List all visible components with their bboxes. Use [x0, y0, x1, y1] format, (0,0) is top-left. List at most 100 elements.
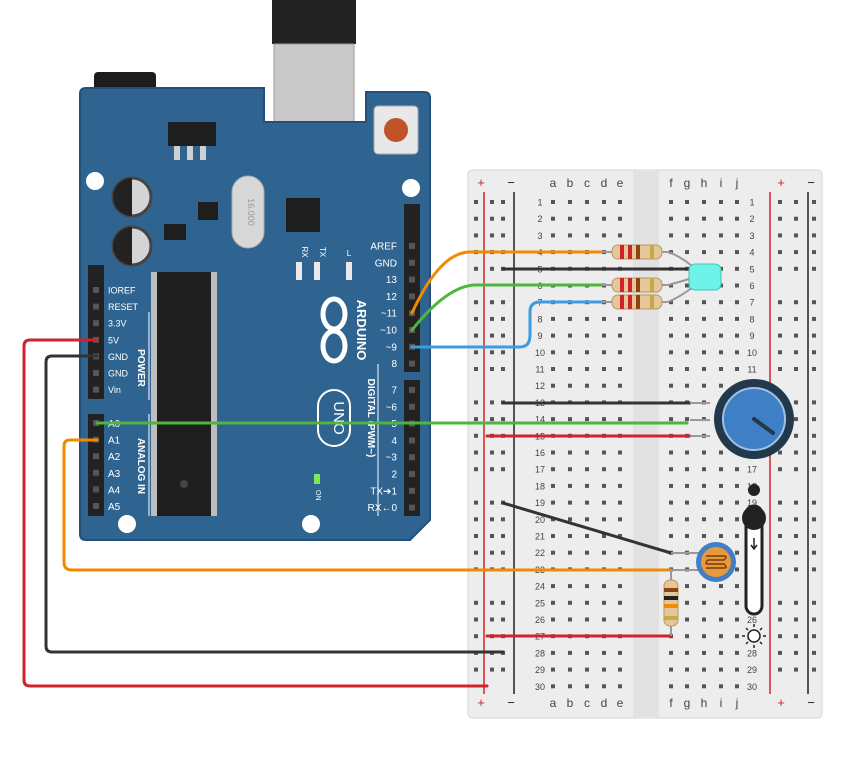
terminal-hole[interactable] — [685, 300, 689, 305]
terminal-hole[interactable] — [618, 650, 622, 655]
rail-hole[interactable] — [812, 450, 816, 455]
terminal-hole[interactable] — [585, 600, 589, 605]
rail-hole[interactable] — [812, 534, 816, 538]
terminal-hole[interactable] — [618, 350, 622, 355]
terminal-hole[interactable] — [585, 200, 589, 204]
terminal-hole[interactable] — [685, 667, 689, 672]
rail-hole[interactable] — [812, 250, 816, 255]
analog-pin-hole[interactable] — [93, 469, 99, 476]
terminal-hole[interactable] — [702, 667, 706, 672]
terminal-hole[interactable] — [719, 250, 723, 255]
rail-hole[interactable] — [778, 567, 782, 572]
rail-hole[interactable] — [474, 634, 478, 639]
terminal-hole[interactable] — [551, 216, 555, 221]
terminal-hole[interactable] — [602, 550, 606, 555]
terminal-hole[interactable] — [702, 367, 706, 371]
terminal-hole[interactable] — [568, 467, 572, 472]
rail-hole[interactable] — [474, 350, 478, 355]
rail-hole[interactable] — [812, 333, 816, 338]
terminal-hole[interactable] — [735, 350, 739, 355]
terminal-hole[interactable] — [702, 383, 706, 388]
terminal-hole[interactable] — [669, 483, 673, 488]
rail-hole[interactable] — [812, 617, 816, 622]
rail-hole[interactable] — [501, 200, 505, 204]
digital-pin-hole[interactable] — [409, 454, 415, 461]
rail-hole[interactable] — [794, 433, 798, 438]
power-pin-hole[interactable] — [93, 287, 99, 293]
terminal-hole[interactable] — [719, 617, 723, 622]
terminal-hole[interactable] — [602, 233, 606, 238]
rail-hole[interactable] — [474, 417, 478, 422]
terminal-hole[interactable] — [735, 600, 739, 605]
terminal-hole[interactable] — [602, 383, 606, 388]
rail-hole[interactable] — [794, 634, 798, 639]
terminal-hole[interactable] — [602, 617, 606, 622]
terminal-hole[interactable] — [618, 483, 622, 488]
rail-hole[interactable] — [812, 650, 816, 655]
rail-hole[interactable] — [778, 350, 782, 355]
rail-hole[interactable] — [474, 450, 478, 455]
rail-hole[interactable] — [812, 567, 816, 572]
light-intensity-slider[interactable] — [742, 484, 766, 648]
rail-hole[interactable] — [812, 500, 816, 505]
rail-hole[interactable] — [474, 400, 478, 405]
rail-hole[interactable] — [794, 567, 798, 572]
terminal-hole[interactable] — [602, 367, 606, 371]
terminal-hole[interactable] — [585, 500, 589, 505]
terminal-hole[interactable] — [669, 200, 673, 204]
wire-a1-orange[interactable] — [62, 438, 673, 572]
rail-hole[interactable] — [474, 500, 478, 505]
digital-pin-hole[interactable] — [409, 504, 415, 511]
rail-hole[interactable] — [501, 216, 505, 221]
terminal-hole[interactable] — [735, 650, 739, 655]
terminal-hole[interactable] — [669, 667, 673, 672]
rail-hole[interactable] — [778, 467, 782, 472]
terminal-hole[interactable] — [719, 517, 723, 522]
rail-hole[interactable] — [794, 216, 798, 221]
terminal-hole[interactable] — [585, 333, 589, 338]
terminal-hole[interactable] — [685, 333, 689, 338]
rail-hole[interactable] — [794, 333, 798, 338]
terminal-hole[interactable] — [618, 216, 622, 221]
rail-hole[interactable] — [778, 534, 782, 538]
photoresistor[interactable] — [671, 542, 736, 582]
analog-pin-hole[interactable] — [93, 453, 99, 460]
terminal-hole[interactable] — [719, 333, 723, 338]
terminal-hole[interactable] — [735, 333, 739, 338]
terminal-hole[interactable] — [735, 567, 739, 572]
rail-hole[interactable] — [778, 550, 782, 555]
power-pin-hole[interactable] — [93, 370, 99, 376]
terminal-hole[interactable] — [602, 350, 606, 355]
digital-pin-hole[interactable] — [409, 243, 415, 249]
terminal-hole[interactable] — [602, 467, 606, 472]
terminal-hole[interactable] — [719, 216, 723, 221]
terminal-hole[interactable] — [602, 316, 606, 321]
terminal-hole[interactable] — [735, 517, 739, 522]
terminal-hole[interactable] — [568, 684, 572, 689]
terminal-hole[interactable] — [568, 200, 572, 204]
rail-hole[interactable] — [501, 667, 505, 672]
power-pin-hole[interactable] — [93, 303, 99, 310]
terminal-hole[interactable] — [618, 450, 622, 455]
digital-pin-hole[interactable] — [409, 387, 415, 393]
wire-pin9-blue[interactable] — [410, 300, 604, 349]
rail-hole[interactable] — [778, 367, 782, 371]
terminal-hole[interactable] — [669, 316, 673, 321]
terminal-hole[interactable] — [618, 383, 622, 388]
power-pin-hole[interactable] — [93, 386, 99, 393]
terminal-hole[interactable] — [719, 584, 723, 589]
terminal-hole[interactable] — [719, 200, 723, 204]
rail-hole[interactable] — [812, 467, 816, 472]
rail-hole[interactable] — [778, 450, 782, 455]
rail-hole[interactable] — [474, 600, 478, 605]
terminal-hole[interactable] — [585, 350, 589, 355]
terminal-hole[interactable] — [735, 316, 739, 321]
terminal-hole[interactable] — [669, 367, 673, 371]
rail-hole[interactable] — [794, 467, 798, 472]
terminal-hole[interactable] — [669, 383, 673, 388]
terminal-hole[interactable] — [618, 467, 622, 472]
terminal-hole[interactable] — [602, 517, 606, 522]
terminal-hole[interactable] — [685, 233, 689, 238]
rail-hole[interactable] — [778, 500, 782, 505]
rail-hole[interactable] — [794, 617, 798, 622]
